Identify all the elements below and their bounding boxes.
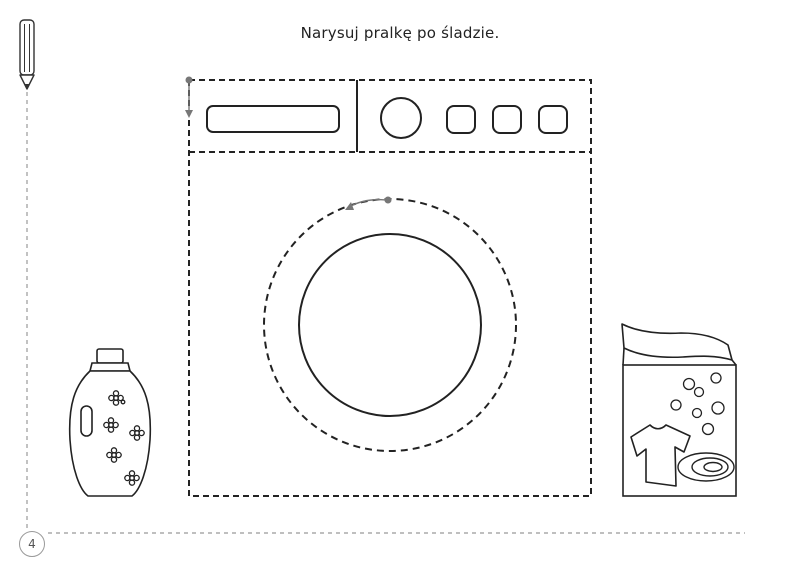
machine-button-2 <box>492 105 522 134</box>
detergent-bottle-icon <box>68 348 152 497</box>
washing-powder-box-icon <box>621 323 737 497</box>
margin-guide-lines <box>26 92 745 534</box>
machine-button-1 <box>446 105 476 134</box>
machine-body-dashed <box>188 79 592 497</box>
detergent-drawer <box>206 105 340 133</box>
page-number: 4 <box>19 531 45 557</box>
washing-machine-outline <box>188 79 592 497</box>
trace-start-arrows <box>185 76 392 210</box>
program-dial <box>380 97 422 139</box>
door-ring-dashed <box>263 198 517 452</box>
door-glass <box>298 233 482 417</box>
instruction-title: Narysuj pralkę po śladzie. <box>300 24 500 42</box>
pencil-icon <box>19 19 35 90</box>
machine-button-3 <box>538 105 568 134</box>
